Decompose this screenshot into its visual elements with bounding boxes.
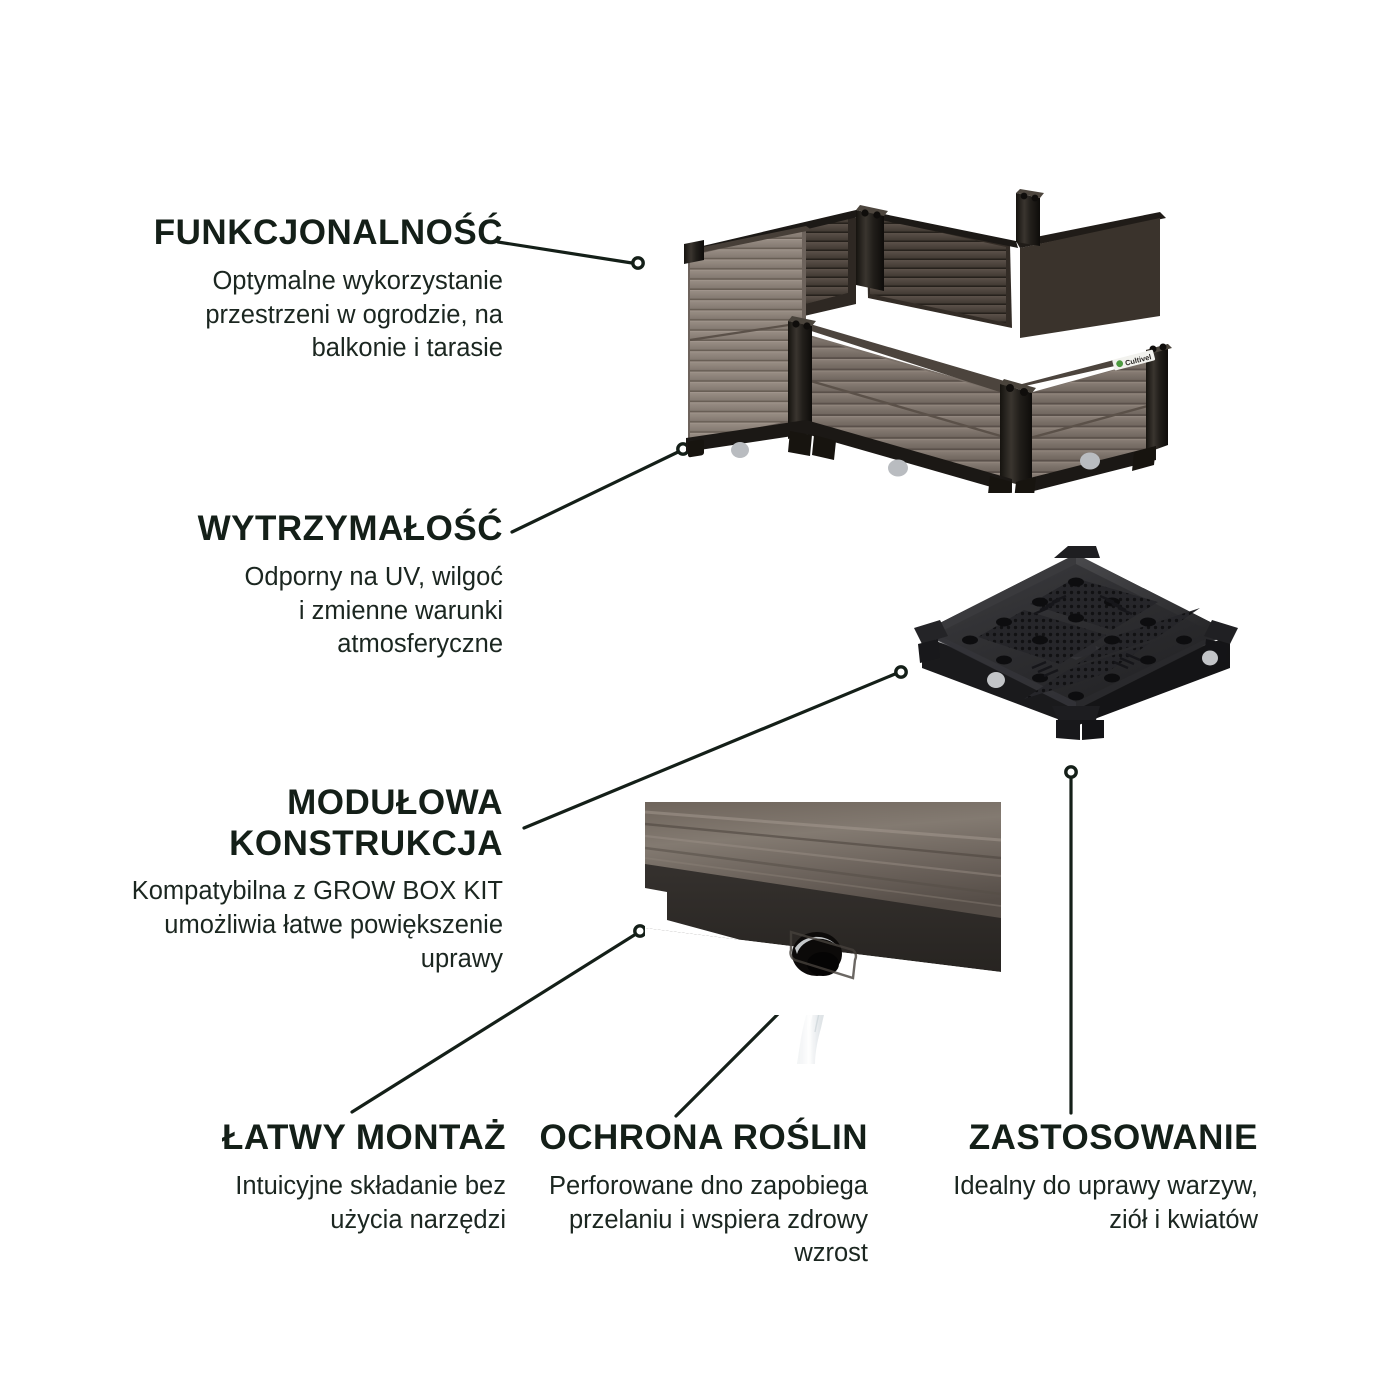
- feature-description: Kompatybilna z GROW BOX KIT umożliwia ła…: [131, 877, 503, 973]
- feature-description: Optymalne wykorzystanie przestrzeni w og…: [205, 266, 503, 363]
- feature-description: Idealny do uprawy warzyw, ziół i kwiatów: [953, 1171, 1258, 1234]
- feature-wytrzymalosc: WYTRZYMAŁOŚĆ Odporny na UV, wilgoć i zmi…: [110, 509, 503, 662]
- base-panel-plug-right: [1202, 650, 1218, 666]
- planter-wheel-center: [888, 459, 908, 477]
- planter-wheel-right: [1080, 452, 1100, 470]
- feature-zastosowanie: ZASTOSOWANIE Idealny do uprawy warzyw, z…: [898, 1118, 1258, 1237]
- product-image-drainage-closeup: [645, 802, 1001, 1064]
- planter-wheel-left: [731, 442, 749, 458]
- feature-title: OCHRONA ROŚLIN: [539, 1118, 868, 1157]
- feature-modulowa-konstrukcja: MODUŁOWA KONSTRUKCJA Kompatybilna z GROW…: [60, 783, 503, 977]
- product-image-perforated-base-panel: [914, 546, 1238, 740]
- feature-title: MODUŁOWA KONSTRUKCJA: [229, 783, 503, 863]
- product-image-raised-garden-bed: Cultivel: [684, 189, 1172, 493]
- feature-ochrona-roslin: OCHRONA ROŚLIN Perforowane dno zapobiega…: [516, 1118, 868, 1271]
- feature-latwy-montaz: ŁATWY MONTAŻ Intuicyjne składanie bez uż…: [186, 1118, 506, 1237]
- leader-line-wytrzymalosc: [510, 450, 680, 534]
- feature-description: Intuicyjne składanie bez użycia narzędzi: [235, 1171, 506, 1234]
- feature-title: ŁATWY MONTAŻ: [221, 1118, 506, 1157]
- leader-dot-funkcjonalnosc: [631, 256, 645, 270]
- leader-dot-latwy: [633, 924, 647, 938]
- feature-description: Odporny na UV, wilgoć i zmienne warunki …: [244, 562, 503, 659]
- planter-base-band: [645, 864, 1001, 972]
- planter-corner-posts: [684, 189, 1172, 488]
- feature-title: ZASTOSOWANIE: [968, 1118, 1258, 1157]
- base-panel-corner-feet: [914, 546, 1238, 740]
- drain-photo-frame: [645, 802, 1001, 1015]
- base-panel-plug-left: [987, 672, 1005, 688]
- planter-base-rails: [686, 420, 1156, 493]
- feature-funkcjonalnosc: FUNKCJONALNOŚĆ Optymalne wykorzystanie p…: [60, 213, 503, 366]
- feature-title: WYTRZYMAŁOŚĆ: [197, 509, 503, 548]
- feature-description: Perforowane dno zapobiega przelaniu i ws…: [549, 1171, 868, 1268]
- base-panel-vent-slots: [1031, 594, 1141, 678]
- feature-title: FUNKCJONALNOŚĆ: [153, 213, 503, 252]
- leader-line-funkcjonalnosc: [496, 240, 634, 265]
